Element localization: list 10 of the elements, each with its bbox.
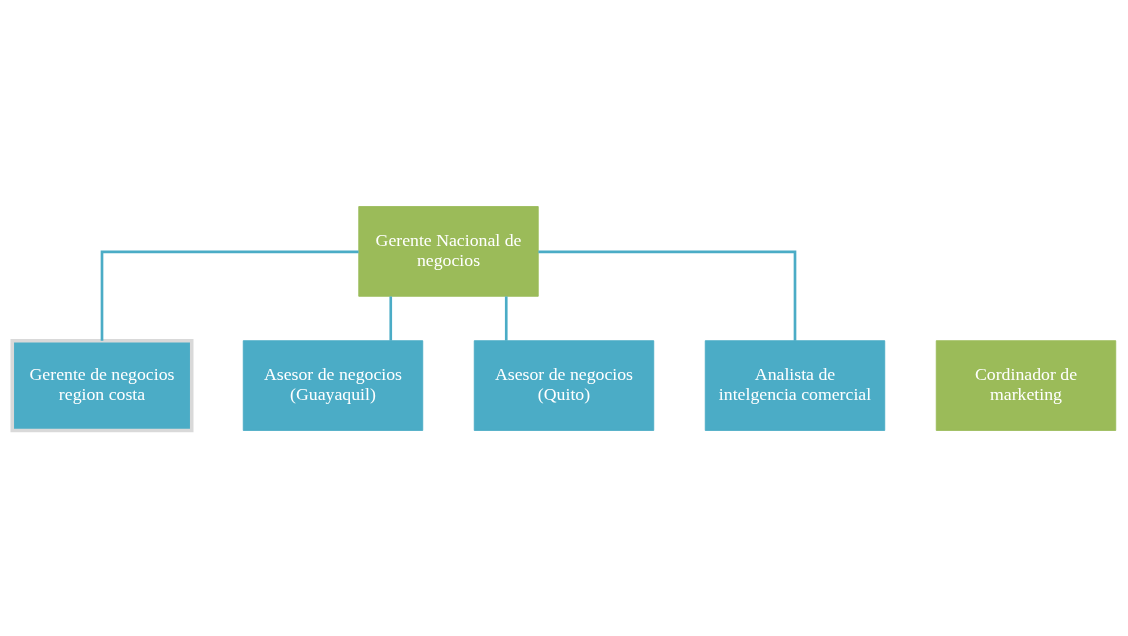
- node-box: Asesor de negocios (Quito): [473, 339, 655, 431]
- node-box: Asesor de negocios (Guayaquil): [242, 339, 424, 431]
- node-box: Gerente de negocios region costa: [10, 338, 194, 432]
- node-box: Gerente Nacional de negocios: [358, 205, 539, 297]
- node-box: Analista de intelgencia comercial: [704, 339, 886, 431]
- node-box: Cordinador de marketing: [935, 339, 1117, 431]
- connector: [389, 295, 393, 341]
- connector: [504, 295, 508, 341]
- connector: [538, 250, 797, 341]
- connector: [100, 250, 359, 341]
